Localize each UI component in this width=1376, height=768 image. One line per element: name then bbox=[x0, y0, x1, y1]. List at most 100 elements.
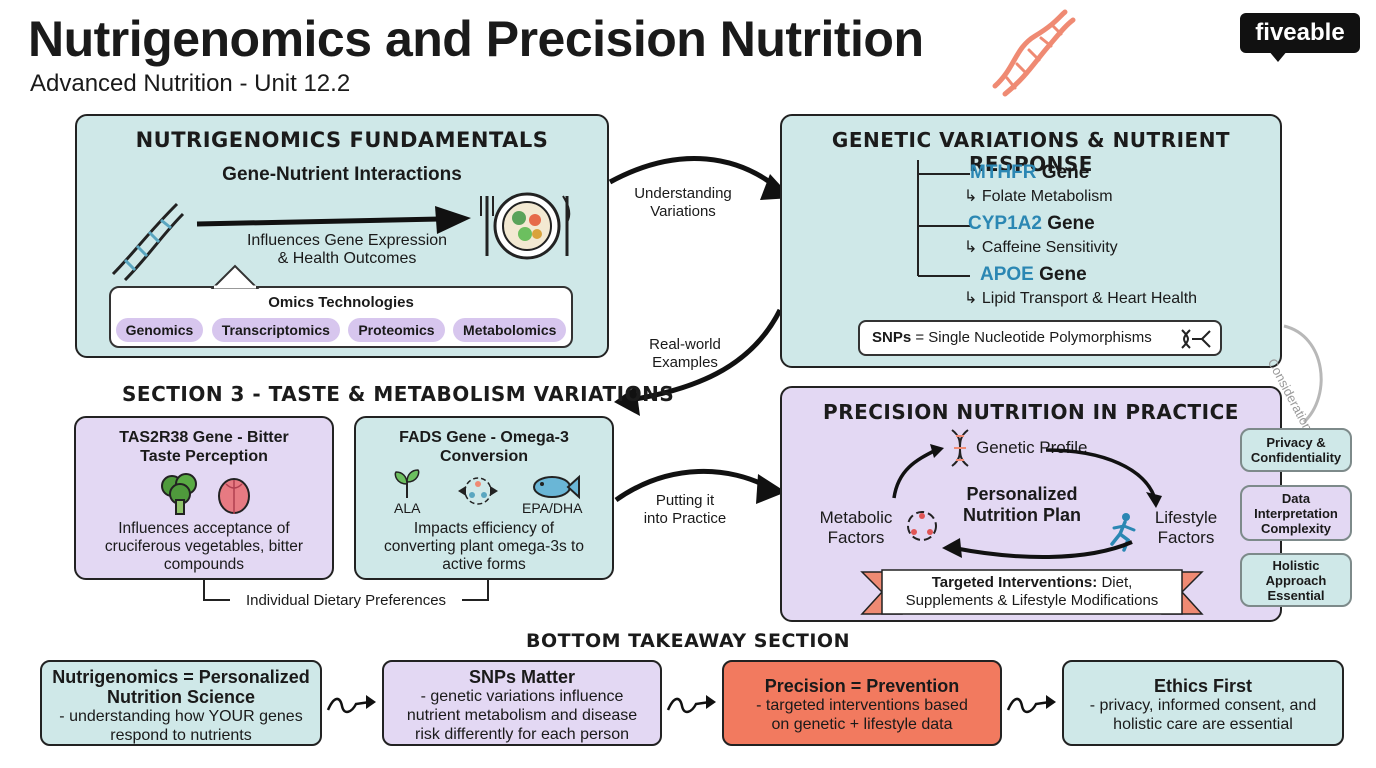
preferences-bracket bbox=[203, 580, 489, 601]
takeaway-2-text-line2: nutrient metabolism and disease bbox=[406, 707, 638, 724]
connector-arrow-practice bbox=[614, 469, 786, 504]
fish-icon bbox=[533, 474, 580, 500]
page-title: Nutrigenomics and Precision Nutrition bbox=[28, 11, 924, 67]
takeaway-1-text-line1: - understanding how YOUR genes bbox=[59, 708, 303, 725]
takeaway-2-content: SNPs Matter - genetic variations influen… bbox=[384, 667, 660, 744]
takeaway-2-text-line3: risk differently for each person bbox=[414, 726, 630, 743]
omics-transcriptomics: Transcriptomics bbox=[211, 318, 340, 342]
takeaway-3-text-line2: on genetic + lifestyle data bbox=[771, 716, 953, 733]
fads-description: Impacts efficiency of converting plant o… bbox=[356, 520, 612, 574]
targeted-label: Targeted Interventions: bbox=[931, 574, 1098, 591]
lifestyle-line1: Lifestyle bbox=[1154, 508, 1218, 527]
connector-putting-line1: Putting it bbox=[655, 492, 715, 509]
preferences-label: Individual Dietary Preferences bbox=[245, 592, 447, 609]
takeaway-card-3: Precision = Prevention - targeted interv… bbox=[722, 660, 1002, 746]
connector-realworld-line1: Real-world bbox=[649, 336, 721, 353]
connector-arrows-top bbox=[608, 155, 792, 416]
influence-label: Influences Gene Expression & Health Outc… bbox=[207, 232, 487, 268]
takeaway-3-title: Precision = Prevention bbox=[764, 676, 960, 696]
callout-pointer bbox=[210, 264, 260, 289]
cycle-arrows bbox=[892, 444, 1162, 559]
omics-callout: Omics Technologies Genomics Transcriptom… bbox=[109, 286, 573, 348]
nutrition-plan-line2: Nutrition Plan bbox=[963, 505, 1081, 525]
genetic-profile-label: Genetic Profile bbox=[976, 438, 1088, 457]
nutrition-plan-line1: Personalized bbox=[966, 484, 1078, 504]
broccoli-icon bbox=[161, 473, 197, 515]
tas2r38-description: Influences acceptance of cruciferous veg… bbox=[76, 520, 332, 574]
metabolism-cycle-icon bbox=[907, 511, 937, 541]
connector-understanding-line2: Variations bbox=[650, 203, 716, 220]
ribbon-banner bbox=[860, 569, 1204, 615]
squiggle-arrow-1 bbox=[326, 695, 376, 714]
snps-abbr: SNPs bbox=[872, 329, 912, 346]
variations-panel: GENETIC VARIATIONS & NUTRIENT RESPONSE M… bbox=[780, 114, 1282, 368]
consideration-privacy-line1: Privacy & bbox=[1266, 435, 1326, 450]
tas2r38-title: TAS2R38 Gene - Bitter Taste Perception bbox=[76, 428, 332, 466]
fads-desc-line2: converting plant omega-3s to bbox=[384, 538, 584, 555]
targeted-interventions: Targeted Interventions: Diet, Supplement… bbox=[882, 574, 1182, 610]
connector-understanding: Understanding Variations bbox=[618, 185, 748, 221]
gene-word: Gene bbox=[1041, 162, 1090, 183]
dna-helix-icon bbox=[992, 9, 1076, 97]
fads-desc-line3: active forms bbox=[442, 556, 526, 573]
takeaway-1-text-line2: respond to nutrients bbox=[110, 727, 252, 744]
takeaway-4-title: Ethics First bbox=[1153, 676, 1253, 696]
consideration-holistic-line2: Approach bbox=[1265, 572, 1327, 588]
fads-desc-line1: Impacts efficiency of bbox=[413, 520, 555, 537]
gene-effect-mthfr: ↳ Folate Metabolism bbox=[964, 188, 1113, 205]
conversion-cycle-icon bbox=[458, 477, 498, 505]
plant-sprout-icon bbox=[394, 469, 420, 498]
tas2r38-title-line1: TAS2R38 Gene - Bitter bbox=[119, 429, 289, 446]
gene-effect-text: Caffeine Sensitivity bbox=[981, 239, 1118, 256]
lifestyle-factors-label: Lifestyle Factors bbox=[1136, 508, 1236, 548]
gene-item-cyp1a2: CYP1A2 Gene bbox=[968, 213, 1095, 235]
fundamentals-heading: NUTRIGENOMICS FUNDAMENTALS bbox=[135, 128, 549, 152]
snps-definition: = Single Nucleotide Polymorphisms bbox=[911, 329, 1152, 346]
gene-code-mthfr: MTHFR bbox=[970, 162, 1037, 183]
takeaway-4-text-line2: holistic care are essential bbox=[1113, 716, 1293, 733]
influence-arrow bbox=[196, 206, 471, 234]
omics-title: Omics Technologies bbox=[268, 294, 414, 311]
fads-title: FADS Gene - Omega-3 Conversion bbox=[356, 428, 612, 466]
snps-callout: SNPs = Single Nucleotide Polymorphisms bbox=[858, 320, 1222, 356]
takeaway-4-content: Ethics First - privacy, informed consent… bbox=[1064, 676, 1342, 734]
gene-effect-text: Folate Metabolism bbox=[981, 188, 1113, 205]
takeaway-card-4: Ethics First - privacy, informed consent… bbox=[1062, 660, 1344, 746]
gene-effect-cyp1a2: ↳ Caffeine Sensitivity bbox=[964, 239, 1118, 256]
takeaway-3-text-line1: - targeted interventions based bbox=[756, 697, 968, 714]
tas2r38-card: TAS2R38 Gene - Bitter Taste Perception I… bbox=[74, 416, 334, 580]
takeaway-3-content: Precision = Prevention - targeted interv… bbox=[724, 676, 1000, 734]
consideration-holistic-line1: Holistic bbox=[1272, 557, 1320, 573]
tas2r38-desc-line3: compounds bbox=[163, 556, 245, 573]
metabolic-line2: Factors bbox=[827, 528, 885, 547]
squiggle-arrow-2 bbox=[666, 695, 716, 714]
dna-icon bbox=[111, 202, 185, 282]
omics-genomics: Genomics bbox=[115, 318, 204, 342]
takeaway-2-title: SNPs Matter bbox=[468, 667, 576, 687]
metabolic-factors-label: Metabolic Factors bbox=[806, 508, 906, 548]
connector-realworld-line2: Examples bbox=[652, 354, 718, 371]
consideration-holistic-line3: Essential bbox=[1267, 587, 1325, 603]
gene-nutrient-subheading: Gene-Nutrient Interactions bbox=[222, 164, 462, 185]
nutrition-plan-label: Personalized Nutrition Plan bbox=[942, 484, 1102, 526]
consideration-data-line1: Data bbox=[1281, 490, 1311, 506]
gene-effect-text: Lipid Transport & Heart Health bbox=[981, 290, 1198, 307]
connector-putting-line2: into Practice bbox=[643, 510, 727, 527]
consideration-privacy: Privacy &Confidentiality bbox=[1240, 428, 1352, 472]
takeaway-2-text-line1: - genetic variations influence bbox=[420, 688, 624, 705]
practice-heading: PRECISION NUTRITION IN PRACTICE bbox=[823, 400, 1239, 424]
gene-code-cyp1a2: CYP1A2 bbox=[968, 213, 1042, 234]
takeaway-1-title-line1: Nutrigenomics = Personalized bbox=[52, 667, 310, 687]
considerations-arc bbox=[1283, 324, 1323, 424]
fads-ala-label: ALA bbox=[394, 500, 421, 516]
takeaway-1-content: Nutrigenomics = Personalized Nutrition S… bbox=[42, 667, 320, 745]
fads-title-line1: FADS Gene - Omega-3 bbox=[399, 429, 569, 446]
connector-realworld: Real-world Examples bbox=[625, 336, 745, 372]
tas2r38-title-line2: Taste Perception bbox=[140, 448, 268, 465]
fiveable-logo[interactable]: fiveable bbox=[1240, 13, 1360, 53]
tas2r38-desc-line2: cruciferous vegetables, bitter bbox=[104, 538, 304, 555]
squiggle-arrow-3 bbox=[1006, 695, 1056, 714]
metabolic-line1: Metabolic bbox=[819, 508, 893, 527]
practice-panel: PRECISION NUTRITION IN PRACTICE Genetic … bbox=[780, 386, 1282, 622]
